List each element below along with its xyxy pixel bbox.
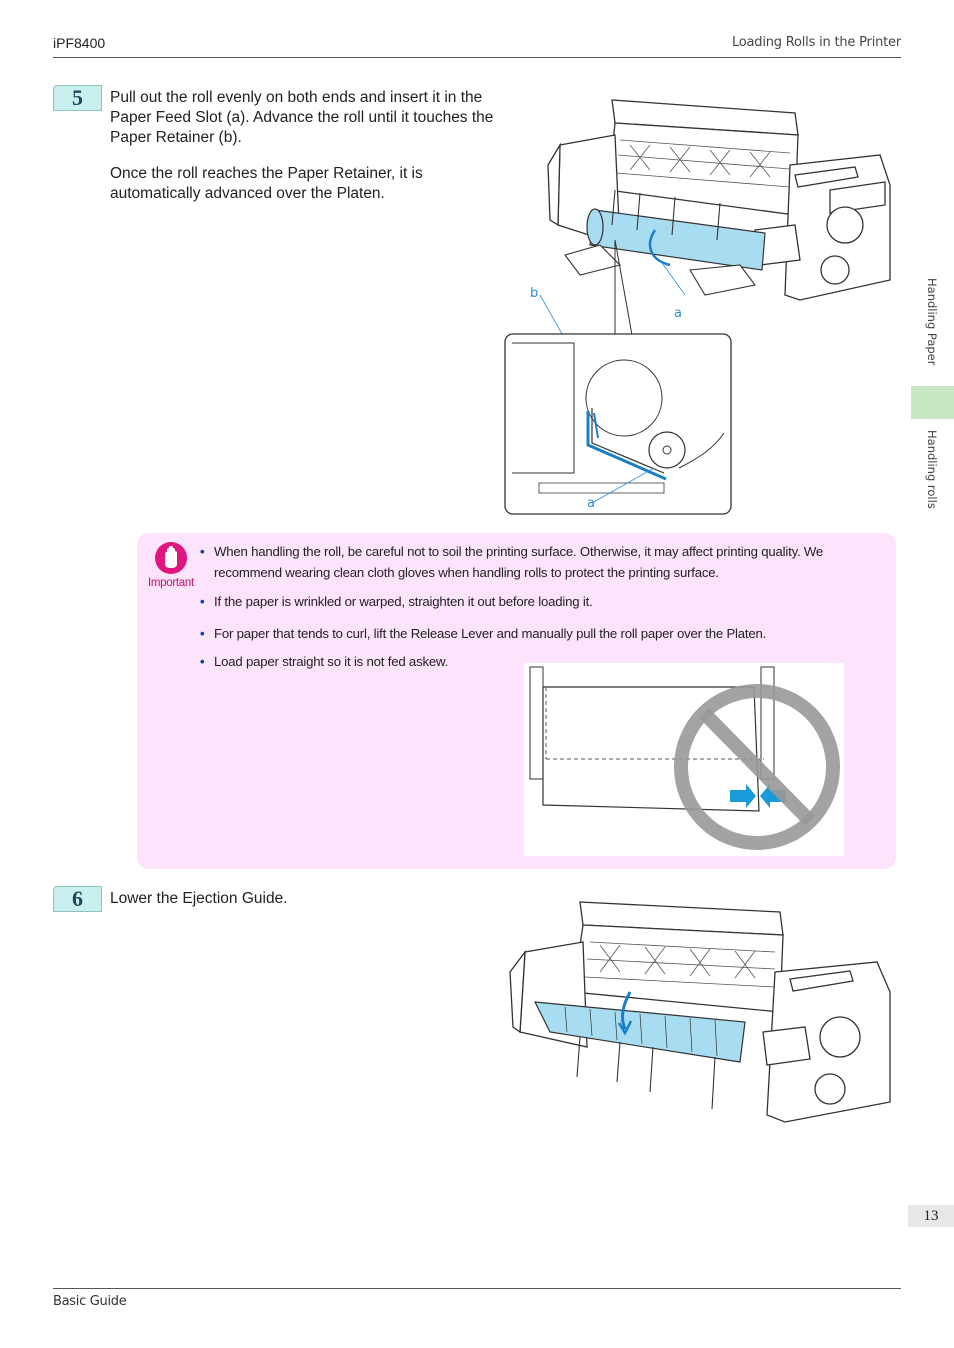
step-6-badge: 6 (53, 886, 102, 912)
step-5-para2: Once the roll reaches the Paper Retainer… (110, 165, 423, 202)
important-label: Important (148, 577, 194, 589)
zoom-lines (539, 240, 686, 340)
step-6-text: Lower the Ejection Guide. (110, 890, 288, 907)
side-tab-handling-rolls[interactable]: Handling rolls (925, 430, 939, 509)
important-bullet-3: •For paper that tends to curl, lift the … (200, 626, 767, 641)
header-rule (53, 57, 901, 58)
guide-name: Basic Guide (53, 1294, 127, 1309)
section-title: Loading Rolls in the Printer (731, 35, 901, 50)
page-number: 13 (908, 1205, 954, 1227)
callout-b: b (530, 286, 539, 301)
side-tab-handling-paper[interactable]: Handling Paper (925, 278, 939, 366)
askew-paper-prohibited-illustration (524, 663, 844, 856)
printer-loading-illustration (547, 99, 891, 301)
footer-rule (53, 1288, 901, 1289)
important-bullet-2: •If the paper is wrinkled or warped, str… (200, 594, 593, 609)
step-5-para1: Pull out the roll evenly on both ends an… (110, 89, 494, 146)
callout-a-bottom: a (587, 496, 595, 511)
important-bullet-1: •When handling the roll, be careful not … (200, 544, 824, 580)
callout-a-top: a (674, 306, 682, 321)
ejection-guide-illustration (509, 901, 891, 1123)
important-hand-icon (155, 542, 187, 574)
paper-retainer-detail (504, 333, 732, 515)
step-5-badge: 5 (53, 85, 102, 111)
side-tab-marker (911, 386, 954, 419)
important-bullet-4: •Load paper straight so it is not fed as… (200, 654, 449, 669)
product-model: iPF8400 (53, 35, 106, 51)
